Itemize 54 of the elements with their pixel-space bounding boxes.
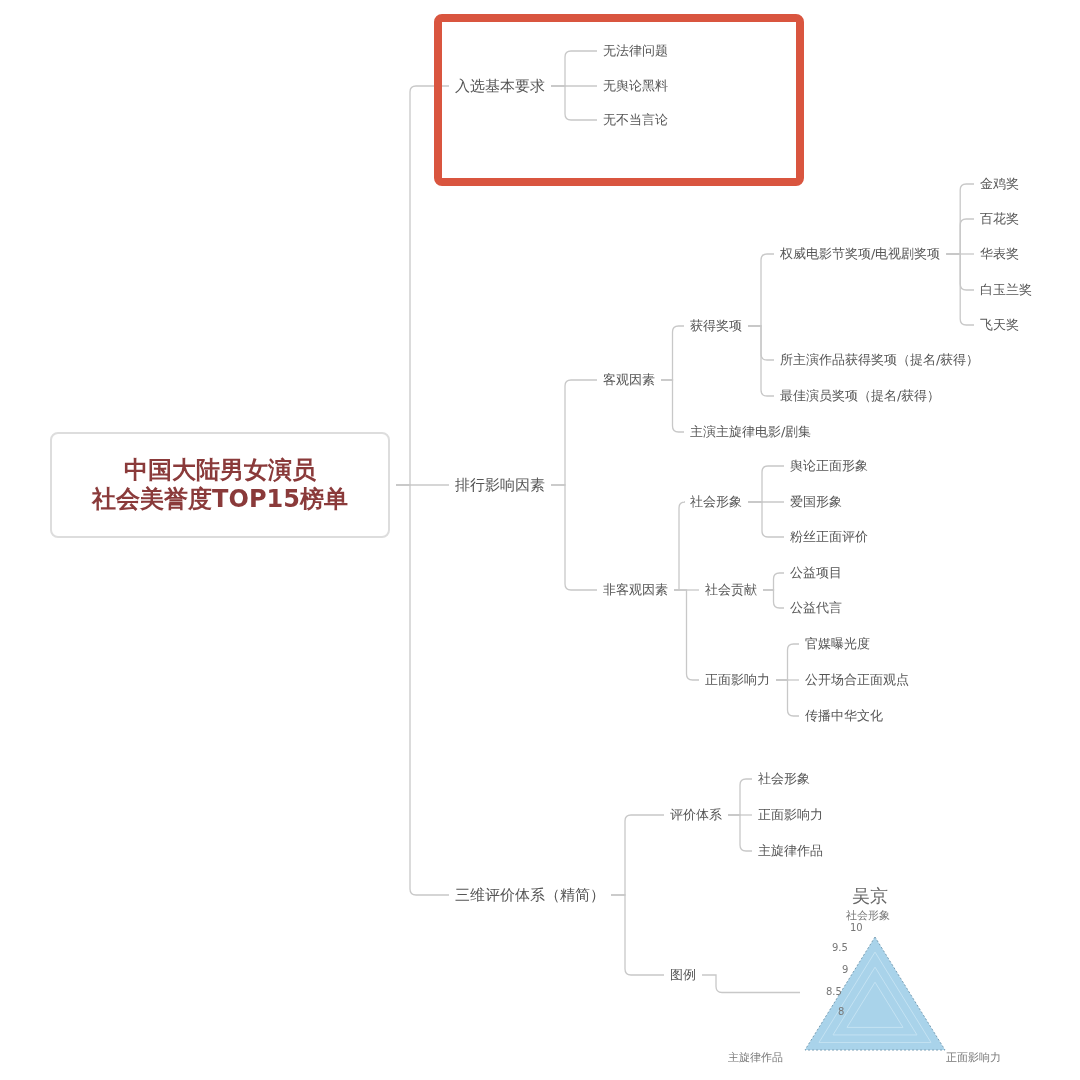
- connector-line: [395, 484, 450, 896]
- topic-label: 飞天奖: [980, 317, 1019, 333]
- topic-label: 三维评价体系（精简）: [455, 886, 605, 904]
- topic-label: 传播中华文化: [805, 708, 883, 724]
- topic-label: 图例: [670, 967, 696, 983]
- topic-label: 非客观因素: [603, 582, 668, 598]
- topic-label: 权威电影节奖项/电视剧奖项: [780, 246, 941, 262]
- chart-title: 吴京: [852, 884, 888, 908]
- chart-label: 正面影响力: [946, 1050, 1001, 1065]
- topic-label: 获得奖项: [690, 318, 742, 334]
- topic-label: 百花奖: [980, 211, 1019, 227]
- connector-line: [762, 589, 785, 609]
- topic-label: 白玉兰奖: [980, 282, 1032, 298]
- topic-label: 正面影响力: [705, 672, 770, 688]
- connector-line: [747, 325, 775, 397]
- topic-label: 社会贡献: [705, 582, 757, 598]
- topic-label: 最佳演员奖项（提名/获得）: [780, 388, 941, 404]
- topic-label: 客观因素: [603, 372, 655, 388]
- topic-label: 公开场合正面观点: [805, 672, 909, 688]
- topic-label: 官媒曝光度: [805, 636, 870, 652]
- topic-label: 入选基本要求: [455, 77, 545, 95]
- topic-label: 爱国形象: [790, 494, 842, 510]
- topic-label: 排行影响因素: [455, 476, 545, 494]
- connector-line: [660, 379, 685, 433]
- topic-label: 正面影响力: [758, 807, 823, 823]
- chart-label: 主旋律作品: [728, 1050, 783, 1065]
- connector-line: [727, 814, 753, 852]
- connector-line: [673, 589, 700, 681]
- chart-label: 8: [838, 1006, 845, 1017]
- topic-label: 金鸡奖: [980, 176, 1019, 192]
- connector-line: [610, 894, 665, 976]
- topic-label: 所主演作品获得奖项（提名/获得）: [780, 352, 980, 368]
- topic-label: 无不当言论: [603, 112, 668, 128]
- highlight-frame: [434, 14, 804, 186]
- topic-label: 社会形象: [758, 771, 810, 787]
- chart-label: 社会形象: [846, 908, 890, 923]
- topic-label: 主旋律作品: [758, 843, 823, 859]
- topic-label: 舆论正面形象: [790, 458, 868, 474]
- topic-label: 公益项目: [790, 565, 842, 581]
- connector-line: [701, 974, 801, 994]
- topic-label: 无舆论黑料: [603, 78, 668, 94]
- topic-label: 公益代言: [790, 600, 842, 616]
- topic-label: 无法律问题: [603, 43, 668, 59]
- connector-line: [550, 484, 598, 591]
- topic-label: 粉丝正面评价: [790, 529, 868, 545]
- topic-label: 主演主旋律电影/剧集: [690, 424, 812, 440]
- chart-label: 8.5: [826, 986, 842, 997]
- title-box: 中国大陆男女演员社会美誉度TOP15榜单: [50, 432, 390, 538]
- connector-line: [775, 679, 800, 717]
- topic-label: 评价体系: [670, 807, 722, 823]
- chart-label: 9.5: [832, 942, 848, 953]
- topic-label: 华表奖: [980, 246, 1019, 262]
- topic-label: 社会形象: [690, 494, 742, 510]
- chart-label: 9: [842, 964, 849, 975]
